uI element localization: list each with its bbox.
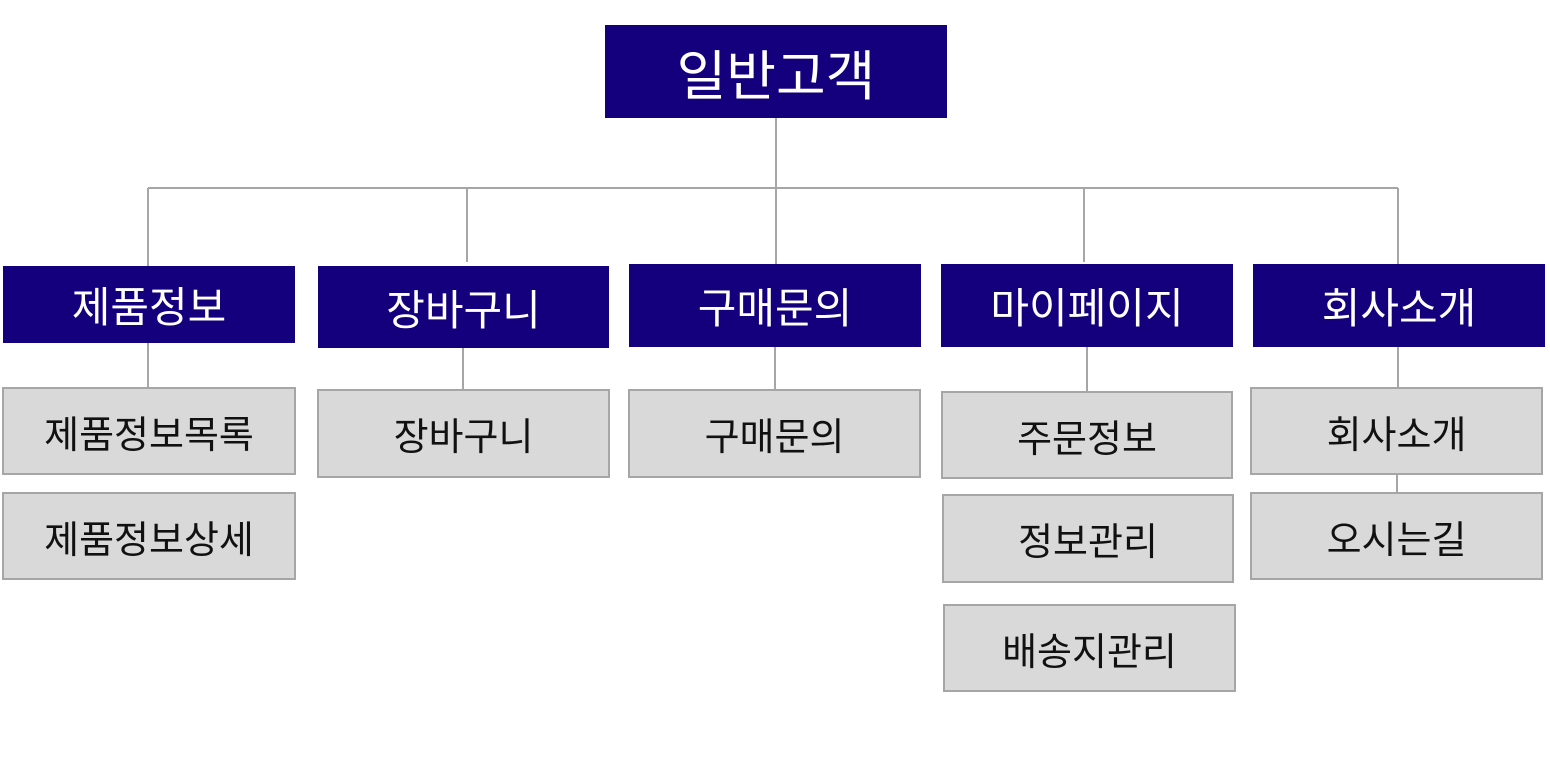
page-node-product-detail: 제품정보상세 [2, 492, 296, 580]
root-node: 일반고객 [605, 25, 947, 118]
page-label: 정보관리 [1018, 520, 1158, 564]
page-node-cart: 장바구니 [317, 389, 610, 478]
page-node-order-info: 주문정보 [941, 391, 1233, 479]
page-label: 장바구니 [393, 415, 534, 459]
page-node-account-manage: 정보관리 [942, 494, 1234, 583]
page-node-company-intro: 회사소개 [1250, 387, 1543, 475]
category-node-mypage: 마이페이지 [941, 264, 1233, 347]
root-node-label: 일반고객 [676, 45, 876, 108]
page-node-purchase-inquiry: 구매문의 [628, 389, 921, 478]
category-label: 회사소개 [1321, 284, 1477, 333]
page-label: 제품정보목록 [44, 412, 254, 457]
page-node-directions: 오시는길 [1250, 492, 1543, 580]
category-label: 제품정보 [71, 283, 227, 332]
page-label: 회사소개 [1326, 412, 1467, 457]
page-node-product-list: 제품정보목록 [2, 387, 296, 475]
category-node-company: 회사소개 [1253, 264, 1545, 347]
category-node-purchase-inquiry: 구매문의 [629, 264, 921, 347]
category-node-product-info: 제품정보 [3, 266, 295, 343]
category-node-cart: 장바구니 [318, 266, 609, 348]
page-label: 제품정보상세 [44, 517, 254, 562]
page-label: 오시는길 [1326, 517, 1467, 562]
category-label: 장바구니 [386, 285, 541, 335]
page-node-shipping-manage: 배송지관리 [943, 604, 1236, 692]
page-label: 구매문의 [704, 415, 845, 459]
page-label: 주문정보 [1017, 416, 1157, 461]
category-label: 구매문의 [697, 284, 853, 333]
page-label: 배송지관리 [1002, 629, 1177, 674]
category-label: 마이페이지 [990, 284, 1184, 333]
